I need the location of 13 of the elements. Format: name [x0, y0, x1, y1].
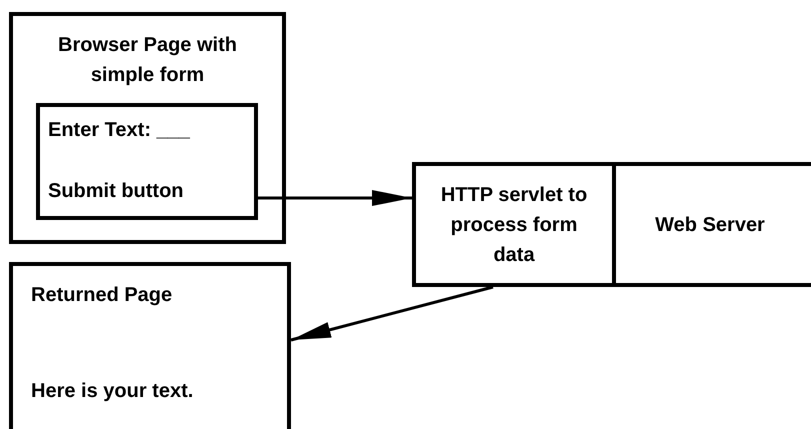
returned-page-box [9, 262, 291, 429]
form-field-label: Enter Text: ___ [48, 118, 191, 143]
server-label: Web Server [655, 212, 765, 238]
submit-label: Submit button [48, 179, 185, 204]
servlet-label: HTTP servlet to process form data [440, 182, 588, 268]
page-title: Browser Page with simple form [57, 33, 238, 88]
form-box [36, 103, 258, 220]
page-text: Here is your text. [31, 379, 194, 404]
page-title: Returned Page [31, 283, 174, 308]
arrow [290, 286, 494, 342]
arrow [258, 190, 412, 206]
browser-page-box [9, 12, 286, 244]
server-box [412, 162, 811, 287]
